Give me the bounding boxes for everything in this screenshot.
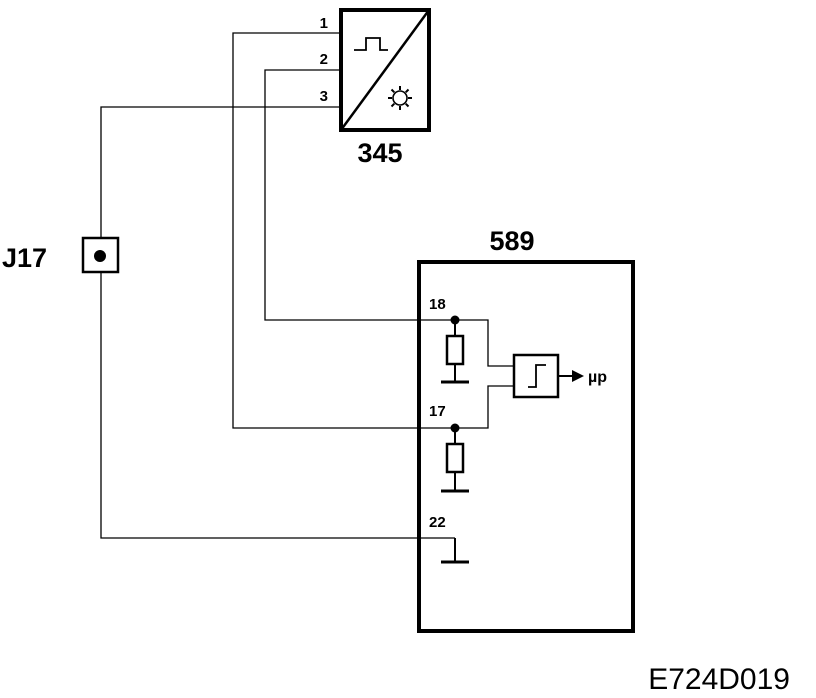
pulse-signal-icon: [354, 37, 388, 51]
resistor-icon: [445, 442, 465, 474]
output-label: µp: [588, 369, 607, 386]
sensor-id-label: 345: [357, 138, 402, 168]
sensor-diagonal: [339, 9, 431, 131]
connector-pin-dot: [94, 250, 106, 262]
arrow-right-icon: [572, 370, 584, 382]
wire-j17-to-22: [100, 272, 455, 539]
wire-pin1-to-17: [232, 32, 455, 429]
ecu-id-label: 589: [489, 226, 534, 256]
ecu-pin-18-label: 18: [429, 296, 446, 313]
wire-pin3-to-j17: [100, 106, 341, 238]
ecu-pin-17-label: 17: [429, 403, 446, 420]
sensor-pin-2-label: 2: [320, 51, 328, 68]
sensor-pin-3-label: 3: [320, 88, 328, 105]
sensor-pin-1-label: 1: [320, 15, 328, 32]
ecu-589: 589 18 17 22 µp: [417, 226, 635, 633]
figure-code: E724D019: [648, 663, 790, 696]
ecu-body: [417, 260, 635, 633]
sensor-345: 345 1 2 3: [320, 8, 431, 168]
connector-id-label: J17: [2, 243, 47, 273]
connector-j17: J17: [2, 236, 120, 274]
wire-pin2-to-18: [264, 69, 455, 321]
wires: [100, 32, 455, 539]
resistor-icon: [445, 334, 465, 366]
ecu-pin-22-label: 22: [429, 514, 446, 531]
gear-wheel-icon: [388, 86, 412, 110]
